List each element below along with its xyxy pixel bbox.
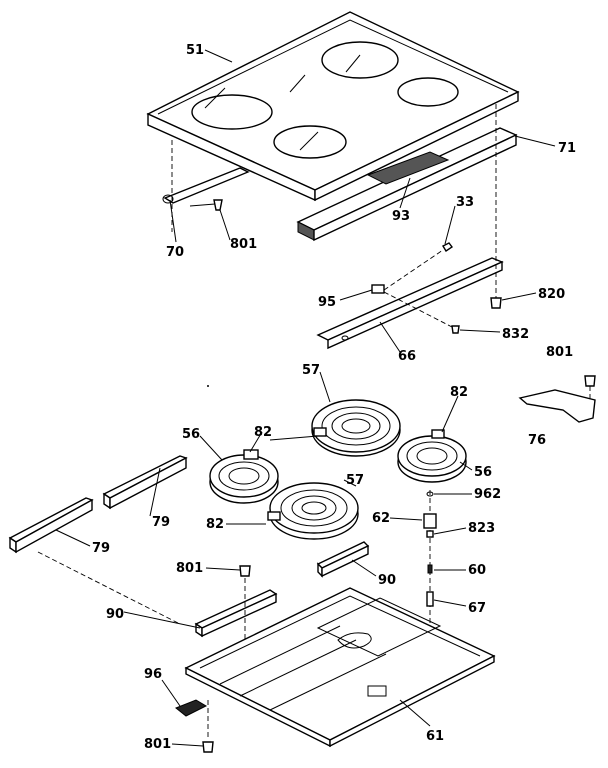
callout-93: 93 [392,209,410,224]
callout-962: 962 [474,487,501,502]
element-56-rear-right [397,429,467,483]
side-bracket-76 [518,375,596,423]
cooktop-glass [146,11,520,202]
callout-56-right: 56 [474,465,492,480]
stray-dot [207,385,209,387]
callout-90-left: 90 [106,607,124,622]
callout-66: 66 [398,349,416,364]
callout-90-right: 90 [378,573,396,588]
insulation-pad [366,151,450,185]
screw-801-bottom [202,741,214,753]
callout-51: 51 [186,43,204,58]
callout-79-lower: 79 [92,541,110,556]
callout-79-upper: 79 [152,515,170,530]
callout-95: 95 [318,295,336,310]
leader-lines [55,49,556,747]
callout-57-front: 57 [346,473,364,488]
callout-820: 820 [538,287,565,302]
channel-79-lower [8,497,181,625]
callout-82-top: 82 [254,425,272,440]
callout-82-front: 82 [206,517,224,532]
callout-57-rear: 57 [302,363,320,378]
channel-90-left [194,589,278,638]
base-pan [184,587,496,748]
callout-61: 61 [426,729,444,744]
callout-71: 71 [558,141,576,156]
callout-801-right: 801 [546,345,573,360]
rear-bracket [316,242,504,350]
callout-96: 96 [144,667,162,682]
callout-801-middle: 801 [176,561,203,576]
terminal-stack [423,490,437,690]
callout-labels: 51 71 93 33 70 801 820 95 832 66 801 57 … [92,43,576,752]
pad-96 [175,699,208,717]
element-57-rear-left [311,399,401,457]
callout-82-right: 82 [450,385,468,400]
rear-post-820 [490,104,502,309]
channel-90-right [316,541,370,578]
callout-70: 70 [166,245,184,260]
callout-801-bottom: 801 [144,737,171,752]
screw-801-middle [239,565,251,640]
callout-33: 33 [456,195,474,210]
callout-76: 76 [528,433,546,448]
callout-56-left: 56 [182,427,200,442]
channel-79-upper [102,455,188,510]
callout-832: 832 [502,327,529,342]
callout-67: 67 [468,601,486,616]
callout-62: 62 [372,511,390,526]
callout-823: 823 [468,521,495,536]
screw-801-top [189,199,223,211]
element-56-front-left [209,449,279,504]
callout-60: 60 [468,563,486,578]
element-57-front-right [267,482,359,540]
callout-801-top: 801 [230,237,257,252]
